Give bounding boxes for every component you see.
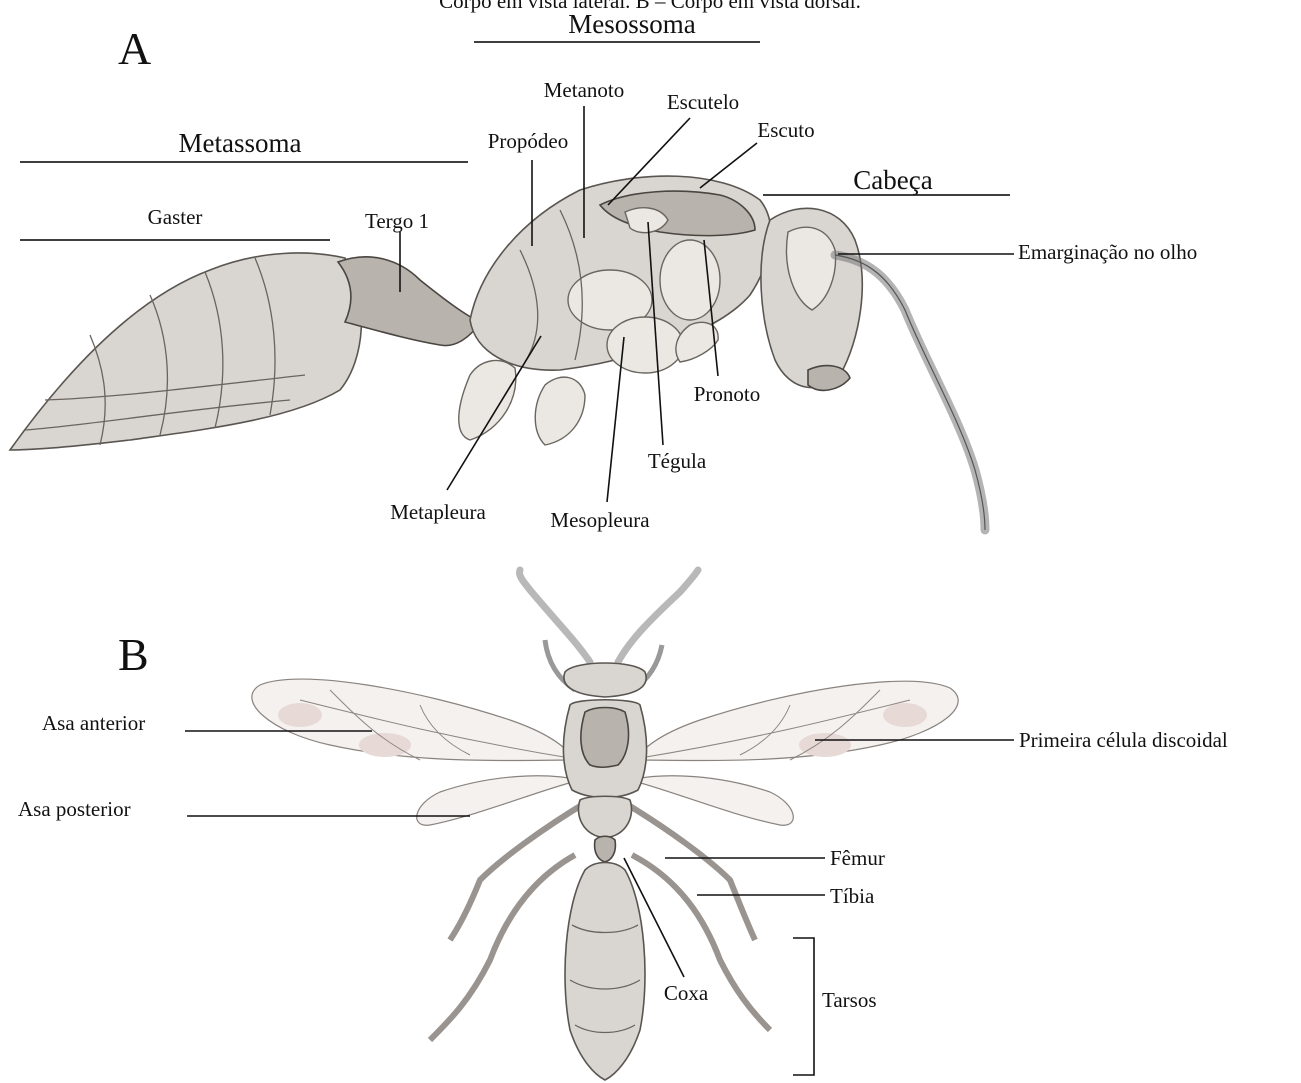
panel-b: B	[18, 570, 1228, 1080]
hindwing-right	[630, 776, 793, 825]
label-escuto: Escuto	[757, 118, 814, 142]
label-tegula: Tégula	[648, 449, 707, 473]
region-gaster-label: Gaster	[148, 205, 203, 229]
region-metassoma-label: Metassoma	[179, 128, 302, 158]
panel-a: A Mesossoma Metassoma Gaster Cabeça	[10, 9, 1197, 532]
label-asa-anterior: Asa anterior	[42, 711, 145, 735]
label-asa-posterior: Asa posterior	[18, 797, 131, 821]
label-tibia: Tíbia	[830, 884, 875, 908]
hindwing-left	[417, 776, 580, 825]
region-cabeca-label: Cabeça	[853, 165, 932, 195]
label-emarginacao: Emarginação no olho	[1018, 240, 1197, 264]
label-femur: Fêmur	[830, 846, 885, 870]
panel-a-letter: A	[118, 23, 151, 74]
label-metanoto: Metanoto	[544, 78, 624, 102]
region-mesossoma-label: Mesossoma	[568, 9, 696, 39]
label-tarsos: Tarsos	[822, 988, 877, 1012]
label-coxa: Coxa	[664, 981, 709, 1005]
tarsos-bracket	[793, 938, 814, 1075]
label-metapleura: Metapleura	[390, 500, 486, 524]
label-mesopleura: Mesopleura	[550, 508, 650, 532]
label-tergo-1: Tergo 1	[365, 209, 429, 233]
label-pronoto: Pronoto	[694, 382, 761, 406]
wasp-lateral-illustration	[10, 176, 985, 530]
label-escutelo: Escutelo	[667, 90, 739, 114]
label-propodeo: Propódeo	[488, 129, 569, 153]
label-primeira-celula: Primeira célula discoidal	[1019, 728, 1228, 752]
panel-b-letter: B	[118, 629, 149, 680]
